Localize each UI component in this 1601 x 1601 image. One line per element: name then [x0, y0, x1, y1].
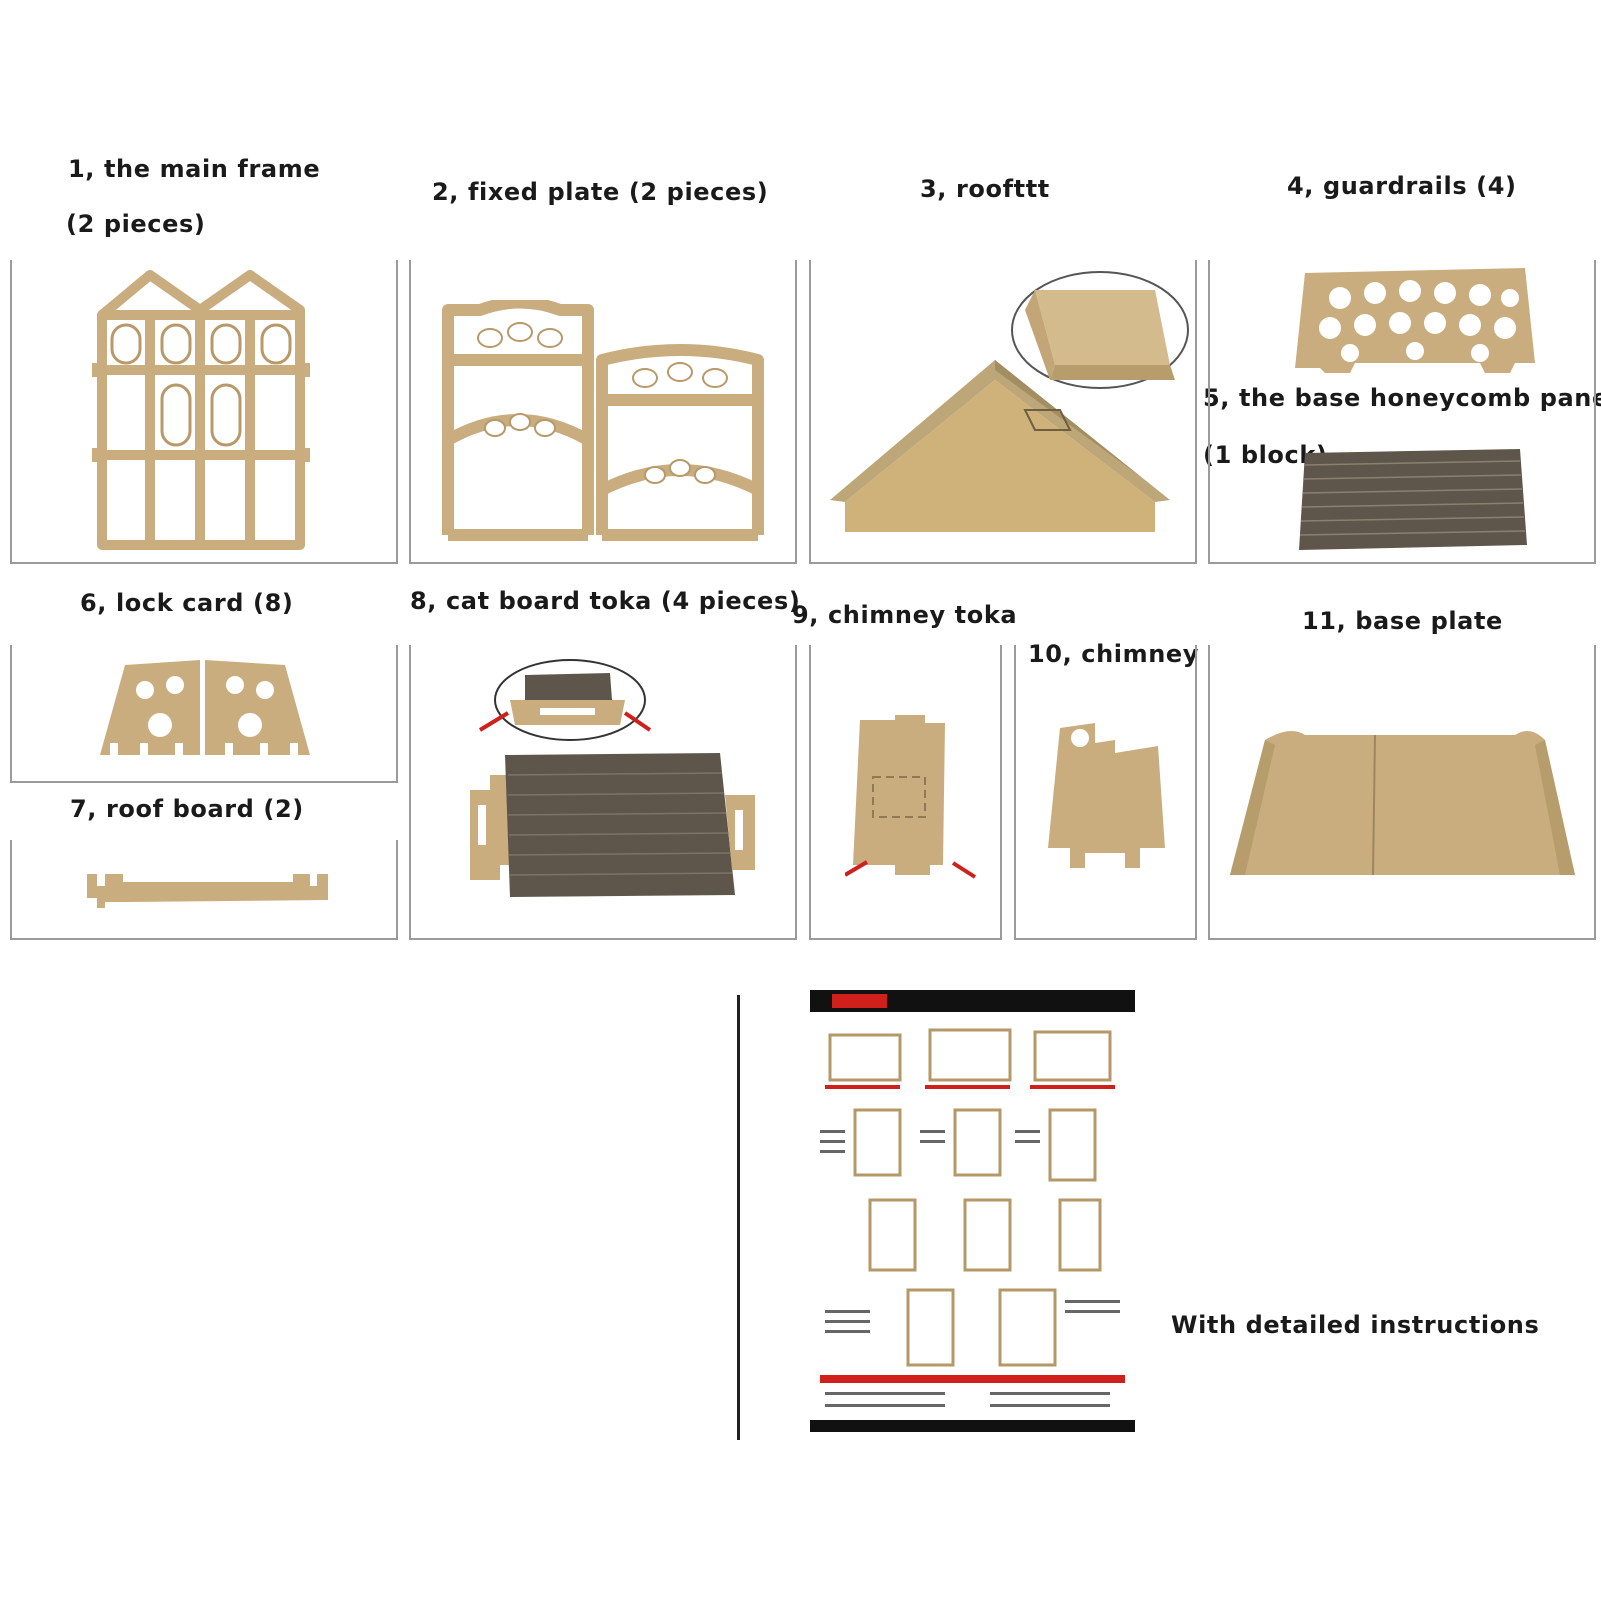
part-4-5-frame — [1208, 260, 1596, 564]
section-divider — [737, 995, 740, 1440]
part-1-frame — [10, 260, 398, 564]
instructions-caption: With detailed instructions — [1171, 1311, 1540, 1339]
lock-card-icon — [95, 655, 315, 765]
part-11-label: 11, base plate — [1302, 607, 1503, 635]
part-9-label: 9, chimney toka — [792, 601, 1018, 629]
base-plate-icon — [1225, 715, 1580, 885]
fixed-plate-icon — [440, 300, 770, 545]
part-8-frame — [409, 645, 797, 940]
roof-icon — [825, 270, 1195, 555]
part-3-label: 3, roofttt — [920, 175, 1050, 203]
part-7-frame — [10, 840, 398, 940]
part-4-label: 4, guardrails (4) — [1287, 172, 1517, 200]
honeycomb-panel-icon — [1295, 445, 1530, 557]
part-10-label: 10, chimney — [1028, 640, 1200, 668]
instruction-sheet-icon — [810, 990, 1135, 1432]
chimney-toka-icon — [845, 715, 980, 885]
part-6-frame — [10, 645, 398, 783]
part-9-frame — [809, 645, 1002, 940]
part-10-frame — [1014, 645, 1197, 940]
part-1-label-quantity: (2 pieces) — [66, 210, 206, 238]
part-2-frame — [409, 260, 797, 564]
roof-board-icon — [85, 868, 330, 910]
chimney-icon — [1040, 718, 1175, 873]
guardrail-icon — [1285, 263, 1545, 378]
part-6-label: 6, lock card (8) — [80, 589, 294, 617]
part-1-label: 1, the main frame — [68, 155, 321, 183]
cat-board-icon — [470, 655, 760, 915]
part-3-frame — [809, 260, 1197, 564]
main-frame-icon — [90, 265, 315, 555]
part-8-label: 8, cat board toka (4 pieces) — [410, 587, 801, 615]
part-11-frame — [1208, 645, 1596, 940]
part-7-label: 7, roof board (2) — [70, 795, 304, 823]
part-2-label: 2, fixed plate (2 pieces) — [432, 178, 769, 206]
part-5-label: 5, the base honeycomb panel — [1203, 384, 1601, 412]
